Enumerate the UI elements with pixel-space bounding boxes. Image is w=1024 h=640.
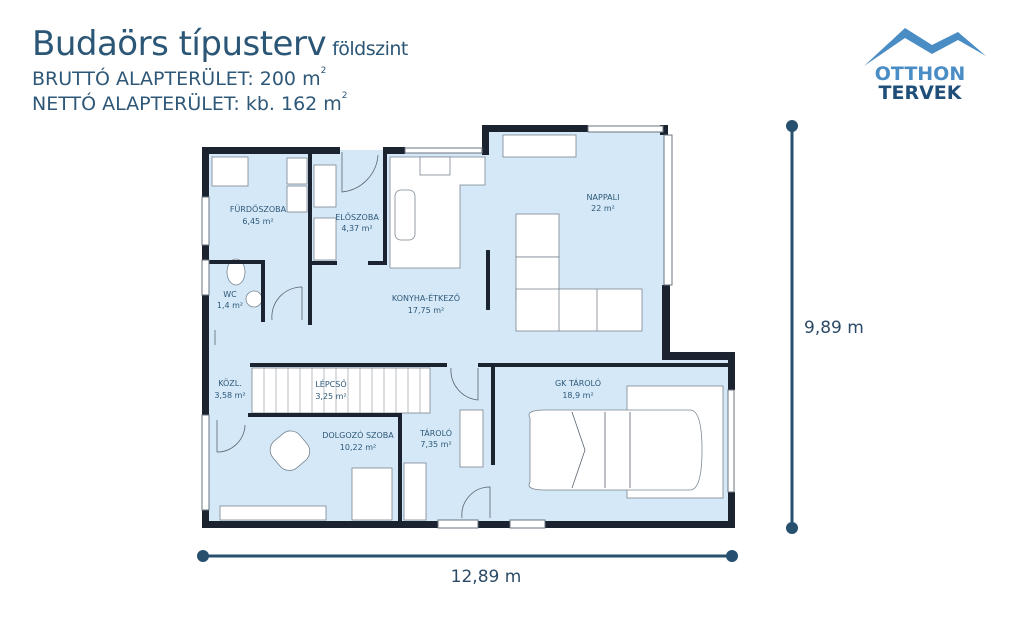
door-swings [214,152,491,519]
svg-text:TÁROLÓ: TÁROLÓ [419,427,452,438]
width-dimension: 12,89 m [197,550,738,587]
svg-text:LÉPCSŐ: LÉPCSŐ [315,378,346,389]
svg-text:3,25 m²: 3,25 m² [315,392,346,401]
svg-text:FÜRDŐSZOBA: FÜRDŐSZOBA [230,204,287,214]
svg-text:ELŐSZOBA: ELŐSZOBA [335,212,379,222]
furniture [211,134,724,521]
svg-text:KÖZL.: KÖZL. [218,378,242,388]
depth-dimension: 9,89 m [786,120,864,534]
svg-text:WC: WC [223,290,237,299]
svg-text:4,37 m²: 4,37 m² [341,224,372,233]
room-előszoba: ELŐSZOBA 4,37 m² [335,212,379,233]
svg-text:9,89 m: 9,89 m [804,318,864,338]
room-fürdőszoba: FÜRDŐSZOBA 6,45 m² [230,204,287,226]
net-area: NETTÓ ALAPTERÜLET: kb. 162 m2 [32,91,348,115]
svg-text:GK TÁROLÓ: GK TÁROLÓ [555,377,601,388]
room-lépcső: LÉPCSŐ 3,25 m² [315,378,346,401]
svg-text:17,75 m²: 17,75 m² [408,306,444,315]
svg-text:1,4 m²: 1,4 m² [217,301,243,310]
svg-text:KONYHA-ÉTKEZŐ: KONYHA-ÉTKEZŐ [392,292,460,303]
svg-text:NAPPALI: NAPPALI [587,193,620,202]
room-tároló: TÁROLÓ 7,35 m² [419,427,452,449]
svg-text:12,89 m: 12,89 m [451,567,522,587]
svg-text:3,58 m²: 3,58 m² [214,391,245,400]
plan-subtitle: földszint [332,38,408,60]
svg-text:DOLGOZÓ SZOBA: DOLGOZÓ SZOBA [322,429,394,440]
room-dolgozó-szoba: DOLGOZÓ SZOBA 10,22 m² [322,429,394,452]
svg-text:18,9 m²: 18,9 m² [562,391,593,400]
svg-text:10,22 m²: 10,22 m² [340,443,376,452]
svg-text:TERVEK: TERVEK [879,82,963,104]
otthon-tervek-logo: OTTHON TERVEK [864,28,986,104]
room-nappali: NAPPALI 22 m² [587,193,620,213]
svg-text:6,45 m²: 6,45 m² [242,217,273,226]
svg-text:OTTHON: OTTHON [875,63,965,85]
svg-text:22 m²: 22 m² [591,204,615,213]
walls [202,125,735,528]
windows [201,125,735,529]
room-wc: WC 1,4 m² [217,290,243,310]
gross-area: BRUTTÓ ALAPTERÜLET: 200 m2 [32,66,327,90]
room-közl: KÖZL. 3,58 m² [214,378,245,400]
svg-text:7,35 m²: 7,35 m² [420,440,451,449]
room-konyha-étkező: KONYHA-ÉTKEZŐ 17,75 m² [392,292,460,315]
room-gk-tároló: GK TÁROLÓ 18,9 m² [555,377,601,400]
